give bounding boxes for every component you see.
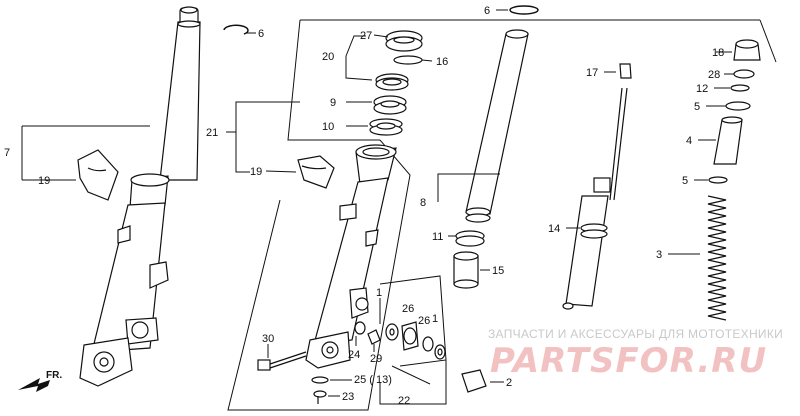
callout-8: 8 bbox=[420, 197, 426, 209]
watermark-caption: ЗАПЧАСТИ И АКСЕССУАРЫ ДЛЯ МОТОТЕХНИКИ bbox=[488, 327, 783, 341]
callout-12: 12 bbox=[696, 83, 708, 95]
callout-1-left: 1 bbox=[376, 287, 382, 299]
callout-16: 16 bbox=[436, 56, 448, 68]
callout-28: 28 bbox=[708, 69, 720, 81]
callout-23: 23 bbox=[342, 391, 354, 403]
callout-24: 24 bbox=[348, 349, 360, 361]
callout-29: 29 bbox=[370, 353, 382, 365]
callout-1-right: 1 bbox=[432, 313, 438, 325]
slider-bushes bbox=[453, 230, 485, 289]
callout-27: 27 bbox=[360, 30, 372, 42]
circlip-6-left bbox=[223, 24, 249, 35]
fork-guard-middle bbox=[297, 155, 335, 189]
callout-3: 3 bbox=[656, 249, 662, 261]
watermark-logo: PARTSFOR.RU bbox=[490, 341, 767, 381]
leader-7 bbox=[21, 125, 150, 181]
front-direction-arrow: FR. bbox=[18, 370, 62, 392]
small-parts bbox=[311, 321, 381, 404]
callout-17: 17 bbox=[586, 67, 598, 79]
callout-19-middle: 19 bbox=[250, 166, 262, 178]
callout-7: 7 bbox=[4, 147, 10, 159]
callout-26-left: 26 bbox=[402, 303, 414, 315]
callout-6-left: 6 bbox=[258, 28, 264, 40]
bolt-30 bbox=[257, 351, 307, 371]
fork-guard-left bbox=[77, 149, 119, 201]
outer-slider-exploded bbox=[305, 144, 397, 369]
callout-2: 2 bbox=[506, 377, 512, 389]
watermark: ЗАПЧАСТИ И АКСЕССУАРЫ ДЛЯ МОТОТЕХНИКИ PA… bbox=[488, 327, 783, 381]
callout-26-right: 26 bbox=[418, 315, 430, 327]
callout-18: 18 bbox=[712, 47, 724, 59]
axle-parts bbox=[385, 321, 446, 360]
cap-2 bbox=[461, 369, 487, 393]
circlip-6-top bbox=[509, 5, 539, 15]
callout-5-upper: 5 bbox=[694, 101, 700, 113]
axle-parts-group bbox=[379, 275, 447, 405]
callout-14: 14 bbox=[548, 223, 560, 235]
front-arrow-label: FR. bbox=[46, 370, 62, 381]
seal-stack bbox=[369, 30, 423, 136]
callout-25-13: 25 ( 13) bbox=[354, 374, 392, 386]
callout-20: 20 bbox=[322, 51, 334, 63]
callout-11: 11 bbox=[432, 231, 443, 243]
callout-4: 4 bbox=[686, 135, 692, 147]
spring bbox=[707, 195, 727, 321]
callout-10: 10 bbox=[322, 121, 334, 133]
damper-rod bbox=[562, 63, 632, 310]
callout-19-left: 19 bbox=[38, 175, 50, 187]
callout-30: 30 bbox=[262, 333, 274, 345]
callout-6-top: 6 bbox=[484, 5, 490, 17]
spring-column bbox=[708, 39, 761, 184]
exploded-frame bbox=[227, 19, 777, 411]
inner-tube-exploded bbox=[465, 29, 529, 223]
callout-21: 21 bbox=[206, 127, 218, 139]
callout-5-lower: 5 bbox=[682, 175, 688, 187]
seal-leaders bbox=[235, 34, 433, 173]
callout-22: 22 bbox=[398, 395, 410, 407]
assembled-fork-left bbox=[79, 6, 201, 387]
callout-15: 15 bbox=[492, 265, 504, 277]
callout-9: 9 bbox=[330, 97, 336, 109]
